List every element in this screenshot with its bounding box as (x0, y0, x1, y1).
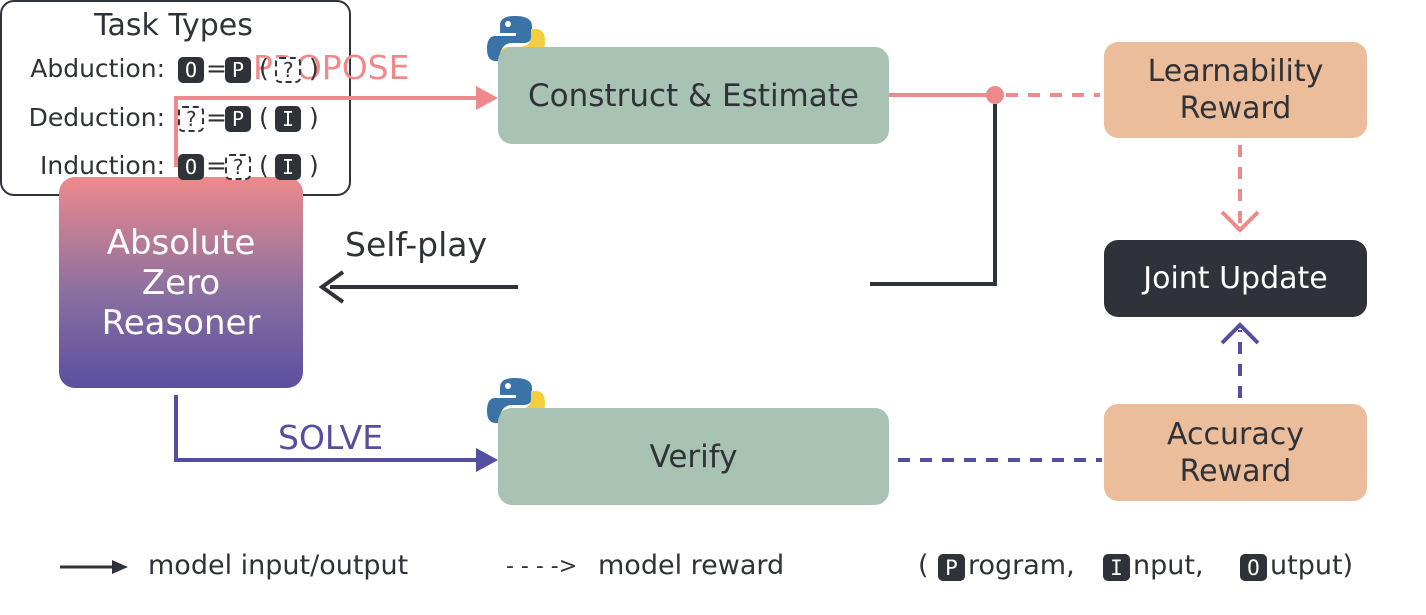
unknown-symbol: ? (178, 106, 204, 132)
close-paren: ) (309, 54, 319, 83)
legend-dashed-arrow: - - - -> (506, 554, 578, 579)
close-paren: ) (309, 103, 319, 132)
accuracy-to-joint-arrowhead (1220, 322, 1260, 345)
legend-solid-label: model input/output (148, 550, 409, 581)
junction-to-tasks-line (870, 104, 997, 286)
solve-label: SOLVE (278, 418, 384, 457)
self-play-arrowhead (318, 270, 345, 304)
open-paren: ( (259, 103, 269, 132)
equals-sign: = (206, 151, 227, 180)
learnability-reward-box: Learnability Reward (1104, 42, 1367, 138)
equals-sign: = (206, 103, 227, 132)
azr-line-3: Reasoner (101, 302, 261, 343)
learnability-line-1: Learnability (1147, 54, 1324, 89)
junction-dot (986, 86, 1004, 104)
joint-update-box: Joint Update (1104, 240, 1367, 317)
legend-program-symbol: P (938, 554, 965, 581)
azr-line-2: Zero (141, 262, 221, 303)
task-row-induction: Induction: O = ? ( I ) (0, 147, 351, 187)
open-paren: ( (259, 151, 269, 180)
legend-output-label: utput) (1270, 550, 1354, 581)
legend-open-paren: ( (918, 550, 929, 581)
verify-box: Verify (498, 408, 889, 505)
output-symbol: O (178, 57, 204, 83)
output-symbol: O (178, 154, 204, 180)
absolute-zero-reasoner-box: Absolute Zero Reasoner (59, 177, 303, 388)
input-symbol: I (275, 106, 301, 132)
task-types-title: Task Types (94, 8, 253, 43)
solve-arrowhead (476, 448, 498, 472)
task-name: Induction: (40, 151, 165, 180)
accuracy-reward-box: Accuracy Reward (1104, 404, 1367, 501)
task-name: Deduction: (28, 103, 165, 132)
accuracy-line-1: Accuracy (1167, 416, 1304, 452)
construct-estimate-box: Construct & Estimate (498, 47, 889, 144)
propose-arrow (174, 96, 480, 167)
close-paren: ) (309, 151, 319, 180)
solve-arrow (174, 395, 480, 462)
legend-program-label: rogram, (968, 550, 1075, 581)
program-symbol: P (225, 106, 251, 132)
unknown-symbol: ? (275, 57, 301, 83)
learnability-line-2: Reward (1179, 91, 1292, 126)
self-play-label: Self-play (345, 225, 488, 264)
accuracy-line-2: Reward (1179, 453, 1292, 489)
propose-arrowhead (476, 86, 498, 110)
legend-input-label: nput, (1133, 550, 1204, 581)
open-paren: ( (259, 54, 269, 83)
task-name: Abduction: (30, 54, 165, 83)
azr-line-1: Absolute (106, 222, 256, 263)
legend-dashed-label: model reward (598, 550, 785, 581)
legend-output-symbol: O (1240, 554, 1267, 581)
learnability-to-joint-arrowhead (1220, 210, 1260, 233)
task-row-abduction: Abduction: O = P ( ? ) (0, 50, 351, 90)
input-symbol: I (275, 154, 301, 180)
legend-input-symbol: I (1103, 554, 1130, 581)
program-symbol: P (225, 57, 251, 83)
task-row-deduction: Deduction: ? = P ( I ) (0, 99, 351, 139)
legend-solid-arrowhead (112, 560, 128, 574)
unknown-symbol: ? (225, 154, 251, 180)
equals-sign: = (206, 54, 227, 83)
